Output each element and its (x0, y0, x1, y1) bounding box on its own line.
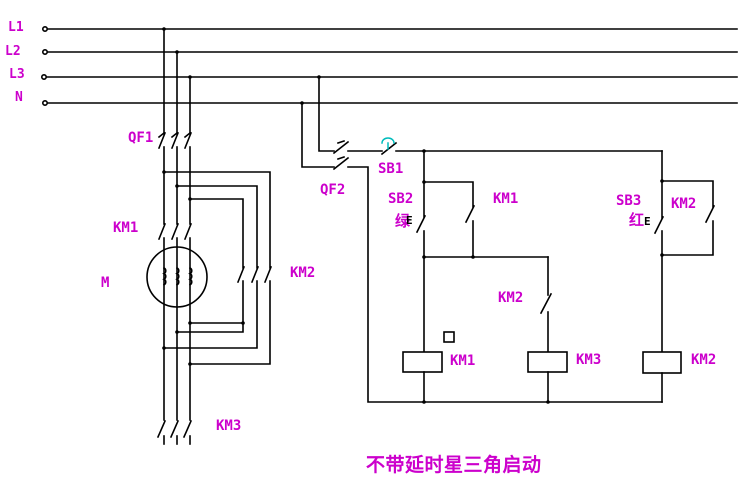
breaker-qf2-label: QF2 (320, 182, 346, 198)
junction-dots (162, 27, 664, 404)
sb3-actuator-icon: E (644, 215, 651, 228)
bus-label-n: N (15, 90, 23, 105)
control-feed-n (301, 102, 663, 403)
pushbutton-sb1-label: SB1 (378, 161, 404, 177)
sb1-button-head-icon (381, 137, 395, 150)
km2-aux-contact-label: KM2 (671, 196, 697, 212)
contactor-km2-main-label: KM2 (290, 265, 316, 281)
motor-symbol (146, 246, 208, 308)
km1-aux-contact-label: KM1 (493, 191, 519, 207)
bus-label-l3: L3 (9, 67, 25, 82)
contactor-km1-main-label: KM1 (113, 220, 139, 236)
power-bus-lines (40, 25, 738, 107)
km2-coil-label: KM2 (691, 352, 717, 368)
main-pole-1 (156, 28, 167, 445)
bus-terminal-l1 (41, 25, 48, 32)
diagram-title: 不带延时星三角启动 (366, 454, 542, 476)
sb3-km2-branch (642, 150, 716, 403)
bus-terminal-n (41, 100, 48, 107)
sb2-actuator-icon: E (406, 214, 413, 227)
km1-coil-label: KM1 (450, 353, 476, 369)
sb2-color-note: 绿 (395, 212, 411, 230)
motor-label: M (101, 275, 110, 291)
sb3-color-note: 红 (629, 211, 645, 229)
sb2-km1-branch (402, 150, 549, 403)
bus-terminal-l2 (41, 48, 48, 55)
breaker-qf1-label: QF1 (128, 130, 154, 146)
bus-label-l1: L1 (8, 20, 24, 35)
main-pole-3 (182, 76, 193, 445)
bus-label-l2: L2 (5, 44, 21, 59)
pushbutton-sb3-label: SB3 (616, 193, 642, 209)
pushbutton-sb2-label: SB2 (388, 191, 414, 207)
junction-square-marker (443, 331, 455, 343)
km2-nc-contact-label: KM2 (498, 290, 524, 306)
km2-branch-feed (163, 171, 273, 365)
km3-coil-label: KM3 (576, 352, 602, 368)
control-feed-l3 (318, 76, 663, 156)
km3-coil-branch (527, 256, 568, 403)
contactor-km3-main-label: KM3 (216, 418, 242, 434)
bus-terminal-l3 (40, 74, 47, 81)
